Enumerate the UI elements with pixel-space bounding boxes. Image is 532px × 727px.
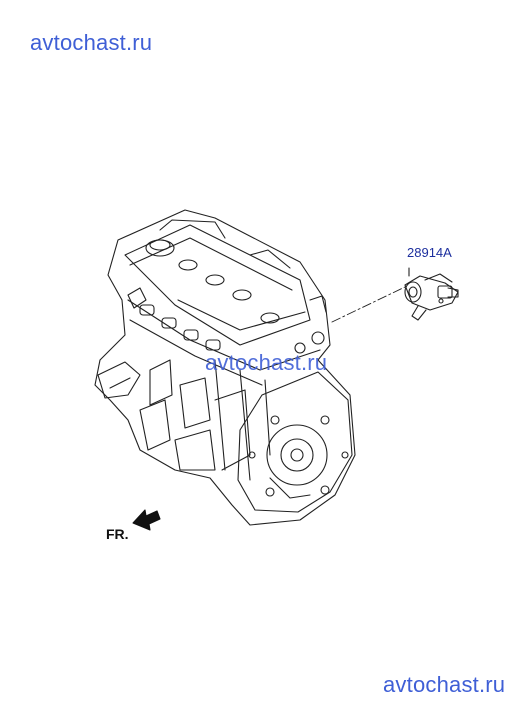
leader-line: [331, 286, 406, 323]
watermark-top: avtochast.ru: [30, 30, 153, 55]
front-direction-label: FR.: [106, 526, 129, 542]
part-number-label: 28914A: [407, 245, 452, 260]
front-arrow-icon: [132, 509, 161, 531]
watermark-bottom: avtochast.ru: [383, 672, 506, 697]
sensor-part: [404, 267, 459, 321]
engine-assembly: [94, 209, 356, 526]
watermark-center: avtochast.ru: [205, 350, 328, 375]
